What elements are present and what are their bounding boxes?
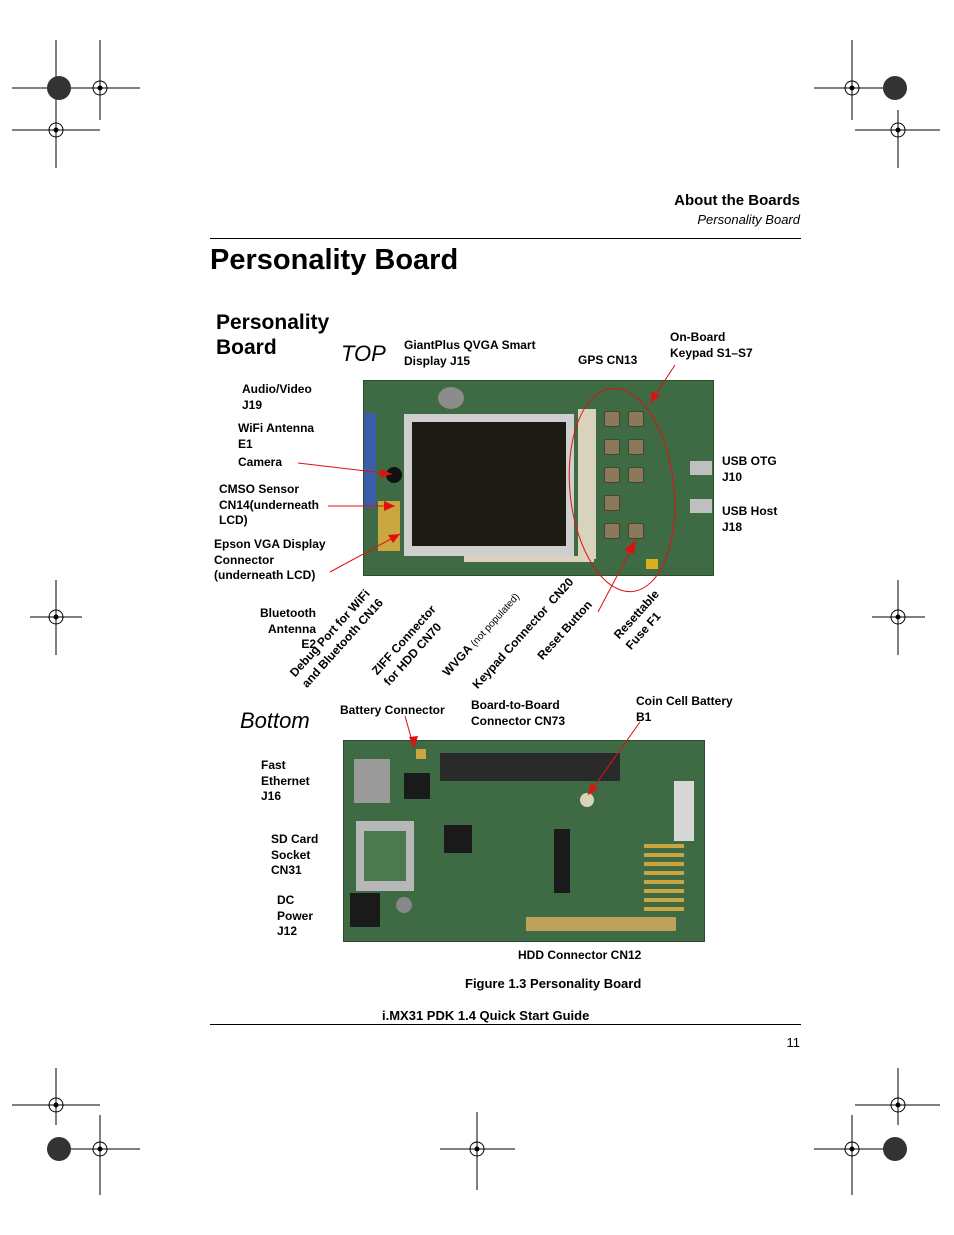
key (604, 411, 620, 427)
bottom-view-label: Bottom (240, 708, 310, 733)
lcd-screen (412, 422, 566, 546)
label-epson-vga: Epson VGA Display Connector (underneath … (214, 537, 326, 582)
label-dc-power: DC Power J12 (277, 893, 314, 938)
ic-chip (554, 829, 570, 865)
board-label-sticker (674, 781, 694, 841)
coin-cell-battery (580, 793, 594, 807)
ethernet-jack (354, 759, 390, 803)
label-audio-video: Audio/Video J19 (242, 382, 312, 412)
fuse (646, 559, 658, 569)
capacitor (396, 897, 412, 913)
key (604, 523, 620, 539)
label-coin-cell: Coin Cell Battery B1 (636, 694, 733, 724)
key (628, 523, 644, 539)
key (628, 467, 644, 483)
label-usb-otg: USB OTG J10 (722, 454, 777, 484)
label-giantplus-display: GiantPlus QVGA Smart Display J15 (404, 338, 536, 368)
key (628, 411, 644, 427)
keypad-connector (578, 409, 596, 559)
key (604, 495, 620, 511)
label-cmso-sensor: CMSO Sensor CN14(underneath LCD) (219, 482, 320, 527)
side-connector (364, 413, 376, 508)
label-gps: GPS CN13 (578, 353, 638, 367)
label-wifi-antenna: WiFi Antenna E1 (238, 421, 315, 451)
hdd-connector-pins (526, 917, 676, 931)
battery-connector (416, 749, 426, 759)
label-bluetooth-antenna: Bluetooth Antenna E2 (260, 606, 316, 651)
section-header-title: About the Boards (674, 192, 800, 209)
label-usb-host: USB Host J18 (722, 504, 778, 534)
usb-otg-port (690, 461, 712, 475)
key (604, 467, 620, 483)
key (628, 439, 644, 455)
label-fast-ethernet: Fast Ethernet J16 (261, 758, 310, 803)
label-sd-card: SD Card Socket CN31 (271, 832, 319, 877)
ic-chip (404, 773, 430, 799)
footer-guide-title: i.MX31 PDK 1.4 Quick Start Guide (382, 1008, 590, 1023)
page-title: Personality Board (210, 244, 459, 276)
lcd-bezel (404, 414, 574, 556)
keypad-highlight-ellipse (568, 387, 676, 593)
sd-card-slot (364, 831, 406, 881)
personality-board-bottom-photo (343, 740, 705, 942)
footer-rule (210, 1024, 801, 1025)
label-battery-connector: Battery Connector (340, 703, 445, 717)
top-view-label: TOP (341, 341, 386, 366)
test-pads (644, 841, 684, 911)
board-to-board-connector (440, 753, 620, 781)
personality-board-top-photo (363, 380, 714, 576)
camera-module (386, 467, 402, 483)
ic-chip (444, 825, 472, 853)
camera-pointer (297, 462, 393, 475)
figure-caption: Figure 1.3 Personality Board (465, 976, 642, 991)
figure-heading: Personality Board (216, 311, 330, 359)
usb-host-port (690, 499, 712, 513)
label-camera: Camera (238, 455, 283, 469)
dc-power-jack (350, 893, 380, 927)
epson-pointer (329, 533, 401, 573)
key (604, 439, 620, 455)
ic-chip (554, 865, 570, 893)
sd-card-socket (356, 821, 414, 891)
audio-jack (438, 387, 464, 409)
page-number: 11 (786, 1035, 801, 1050)
header-rule (210, 238, 801, 239)
ziff-connector (464, 556, 594, 562)
section-header-subtitle: Personality Board (697, 212, 800, 227)
coin-cell-pointer (587, 721, 641, 796)
label-onboard-keypad: On-Board Keypad S1–S7 (670, 330, 753, 360)
label-board-to-board: Board-to-Board Connector CN73 (471, 698, 566, 728)
label-hdd-connector: HDD Connector CN12 (518, 948, 642, 962)
